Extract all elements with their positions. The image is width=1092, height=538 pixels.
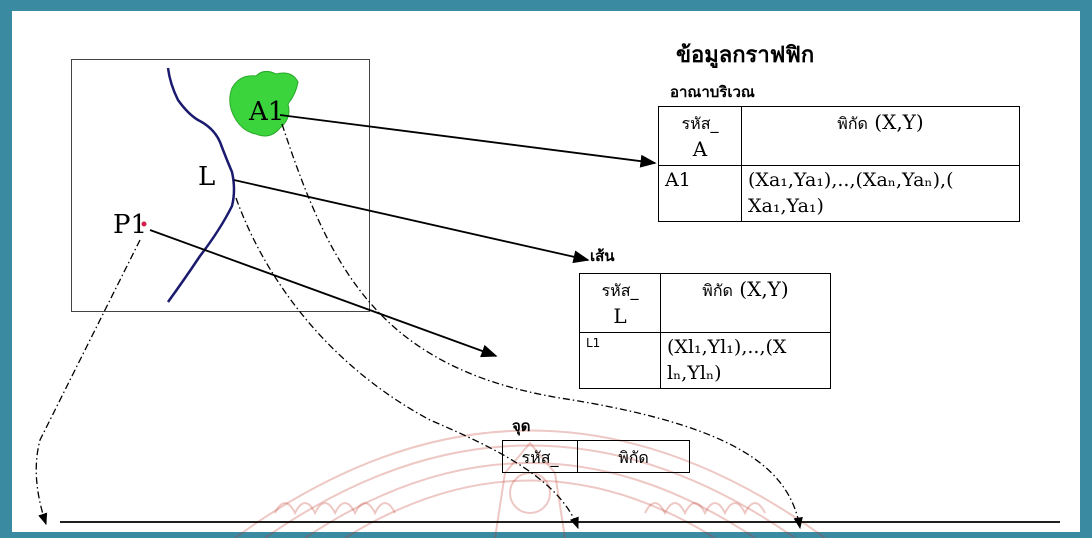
area-heading: อาณาบริเวณ [670, 83, 755, 101]
coord-header: พิกัด [577, 440, 690, 473]
code-header-letter: L [613, 304, 627, 328]
area-label: A1 [249, 97, 285, 127]
code-header: รหัส_ A [658, 106, 742, 166]
coord-header: พิกัด (X,Y) [660, 273, 831, 333]
line-label: L [198, 162, 216, 192]
row-coords-line1: (Xl₁,Yl₁),..,(X [667, 336, 787, 358]
point-marker [141, 221, 147, 227]
table-row: L1 (Xl₁,Yl₁),..,(X lₙ,Ylₙ) [579, 331, 831, 390]
coord-header-label: พิกัด [618, 448, 649, 467]
point-table: รหัส_ พิกัด [502, 440, 690, 473]
coord-header-xy: (X,Y) [874, 110, 924, 134]
coord-header-label: พิกัด [837, 114, 868, 133]
table-header-row: รหัส_ พิกัด [502, 440, 690, 473]
page-title: ข้อมูลกราฟฟิก [676, 43, 815, 68]
row-coords: (Xl₁,Yl₁),..,(X lₙ,Ylₙ) [660, 331, 831, 390]
table-row: A1 (Xa₁,Ya₁),..,(Xaₙ,Yaₙ),( Xa₁,Ya₁) [658, 164, 1020, 223]
point-heading: จุด [512, 417, 531, 435]
code-header-label: รหัส_ [681, 114, 719, 133]
row-coords: (Xa₁,Ya₁),..,(Xaₙ,Yaₙ),( Xa₁,Ya₁) [741, 164, 1020, 223]
line-table: รหัส_ L พิกัด (X,Y) L1 (Xl₁,Yl₁),..,(X l… [579, 273, 831, 390]
row-code: L1 [579, 331, 661, 390]
row-code: A1 [658, 164, 742, 223]
code-header-label: รหัส_ [601, 281, 639, 300]
table-header-row: รหัส_ L พิกัด (X,Y) [579, 273, 831, 333]
river-line [166, 67, 236, 303]
code-header: รหัส_ [502, 440, 578, 473]
coord-header-xy: (X,Y) [739, 277, 789, 301]
map-frame [71, 59, 370, 312]
line-heading: เส้น [590, 247, 615, 265]
code-header: รหัส_ L [579, 273, 661, 333]
table-header-row: รหัส_ A พิกัด (X,Y) [658, 106, 1020, 166]
code-header-letter: A [692, 137, 708, 161]
code-header-label: รหัส_ [521, 448, 559, 467]
point-label: P1 [113, 210, 148, 240]
coord-header: พิกัด (X,Y) [741, 106, 1020, 166]
row-coords-line2: lₙ,Ylₙ) [667, 361, 722, 384]
row-coords-line1: (Xa₁,Ya₁),..,(Xaₙ,Yaₙ),( [748, 169, 954, 191]
coord-header-label: พิกัด [702, 281, 733, 300]
row-coords-line2: Xa₁,Ya₁) [748, 194, 824, 217]
area-polygon [229, 70, 299, 137]
area-table: รหัส_ A พิกัด (X,Y) A1 (Xa₁,Ya₁),..,(Xaₙ… [658, 106, 1020, 223]
